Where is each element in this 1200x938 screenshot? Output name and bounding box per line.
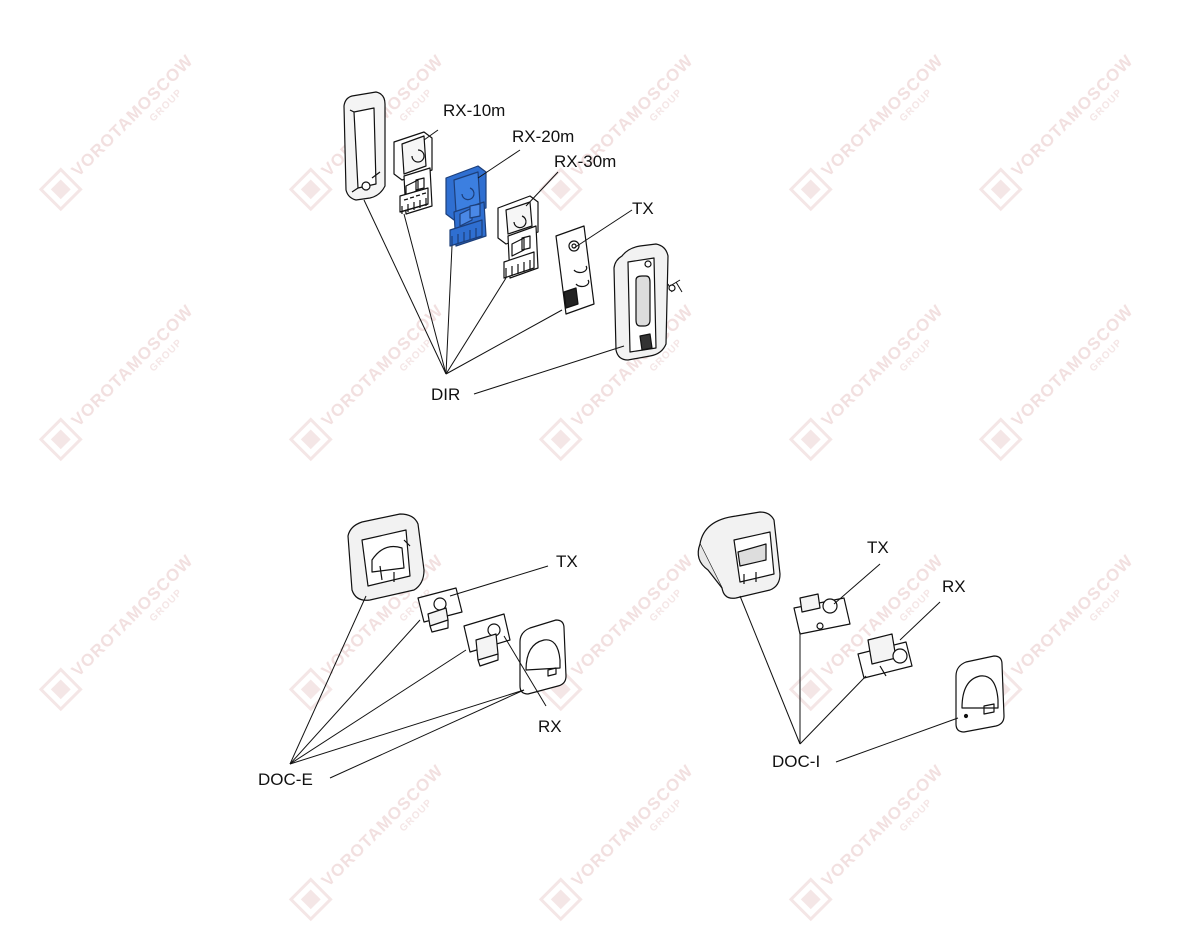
doce-front-plate xyxy=(519,619,567,695)
dir-leader-lines xyxy=(363,129,633,395)
rx10m-module xyxy=(393,131,433,215)
label-rx10m: RX-10m xyxy=(443,101,506,120)
watermark-logo-icon xyxy=(38,417,83,462)
label-tx-doci: TX xyxy=(867,538,889,557)
dir-back-housing xyxy=(343,91,386,201)
watermark-logo-icon xyxy=(978,417,1023,462)
doci-leader-lines xyxy=(739,563,959,763)
doci-tx-board xyxy=(793,593,851,635)
watermark-logo-icon xyxy=(538,417,583,462)
watermark-logo-icon xyxy=(788,417,833,462)
doci-rx-board xyxy=(857,633,913,679)
watermark-logo-icon xyxy=(288,417,333,462)
rx30m-module xyxy=(497,195,539,279)
label-tx-dir: TX xyxy=(632,199,654,218)
doce-rx-board xyxy=(463,613,511,667)
label-tx-doce: TX xyxy=(556,552,578,571)
doce-leader-lines xyxy=(289,565,549,779)
doce-tx-board xyxy=(417,587,463,633)
label-rx-doci: RX xyxy=(942,577,966,596)
parts-drawing xyxy=(289,91,1005,779)
watermark-logo-icon xyxy=(788,667,833,712)
label-dir: DIR xyxy=(431,385,461,404)
label-doci: DOC-I xyxy=(772,752,821,771)
rx20m-module xyxy=(445,165,487,247)
label-doce: DOC-E xyxy=(258,770,313,789)
tx-board xyxy=(555,225,595,315)
watermark-logo-icon xyxy=(978,167,1023,212)
label-rx30m: RX-30m xyxy=(554,152,617,171)
tx-front-cover xyxy=(613,243,669,361)
doci-front-plate xyxy=(955,655,1005,733)
screw-icon xyxy=(667,279,683,293)
watermark-logo-icon xyxy=(288,667,333,712)
watermark-logo-icon xyxy=(788,167,833,212)
doci-housing xyxy=(697,511,781,599)
watermark-logo-icon xyxy=(38,667,83,712)
watermark-logo-icon xyxy=(38,167,83,212)
label-rx20m: RX-20m xyxy=(512,127,575,146)
doce-housing xyxy=(347,513,425,601)
watermark-logo-icon xyxy=(288,167,333,212)
label-rx-doce: RX xyxy=(538,717,562,736)
